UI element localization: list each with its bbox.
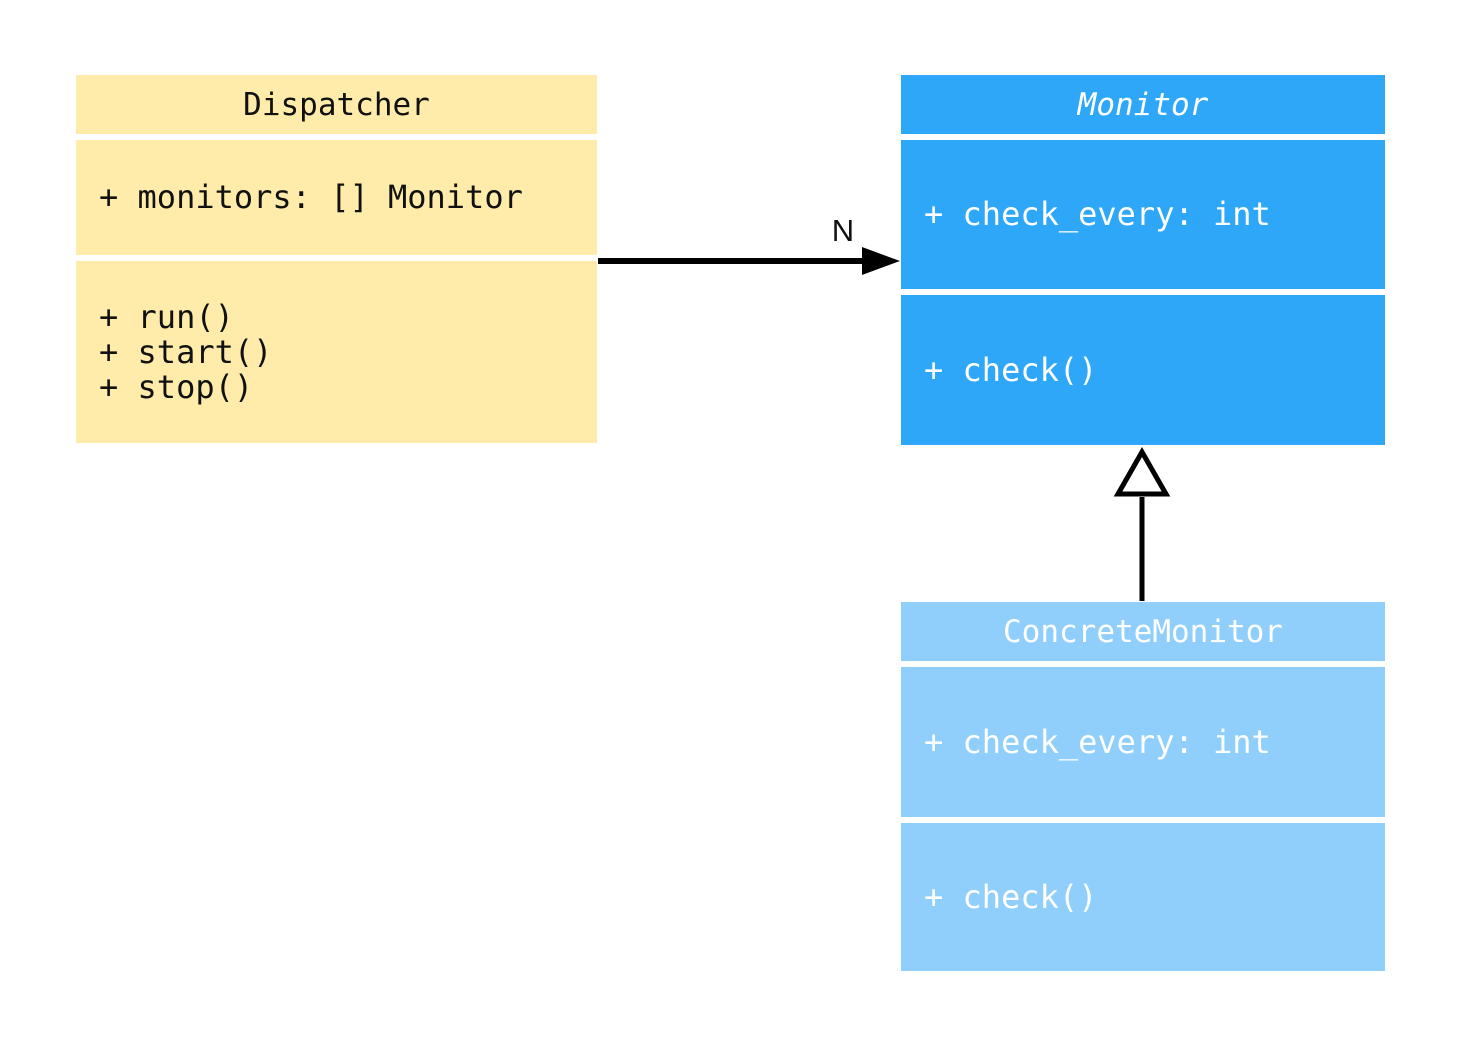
class-node-concrete-monitor[interactable]: ConcreteMonitor + check_every: int + che… bbox=[901, 602, 1385, 971]
association-multiplicity-label: N bbox=[832, 213, 854, 248]
method-line: + check() bbox=[924, 350, 1098, 389]
class-methods-concrete-monitor: + check() bbox=[901, 823, 1385, 971]
inheritance-triangle-icon bbox=[1113, 446, 1171, 497]
inheritance-edge-concrete-monitor-monitor bbox=[1113, 446, 1171, 601]
class-title-concrete-monitor: ConcreteMonitor bbox=[901, 602, 1385, 661]
attribute-line: + check_every: int bbox=[924, 195, 1271, 233]
method-line: + check() bbox=[924, 877, 1098, 916]
association-edge-dispatcher-monitor: N bbox=[598, 213, 900, 275]
class-title-monitor: Monitor bbox=[901, 75, 1385, 134]
class-attributes-concrete-monitor: + check_every: int bbox=[901, 667, 1385, 817]
attribute-line: + monitors: [] Monitor bbox=[99, 178, 523, 216]
class-methods-monitor: + check() bbox=[901, 295, 1385, 445]
class-node-monitor[interactable]: Monitor + check_every: int + check() bbox=[901, 75, 1385, 445]
class-attributes-dispatcher: + monitors: [] Monitor bbox=[76, 140, 597, 255]
class-node-dispatcher[interactable]: Dispatcher + monitors: [] Monitor + run(… bbox=[76, 75, 597, 443]
association-arrowhead-icon bbox=[862, 247, 900, 275]
attribute-line: + check_every: int bbox=[924, 722, 1271, 761]
class-methods-dispatcher: + run() + start() + stop() bbox=[76, 261, 597, 443]
class-title-dispatcher: Dispatcher bbox=[76, 75, 597, 134]
method-line: + start() bbox=[99, 332, 273, 371]
method-line: + run() bbox=[99, 297, 234, 336]
method-line: + stop() bbox=[99, 367, 254, 406]
class-attributes-monitor: + check_every: int bbox=[901, 140, 1385, 289]
